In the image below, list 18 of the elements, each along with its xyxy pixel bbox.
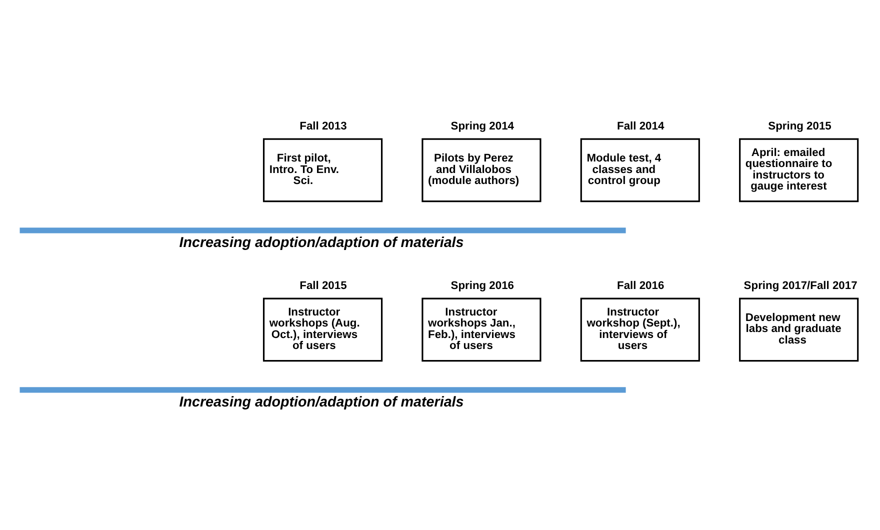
node-box: First pilot, Intro. To Env. Sci. [262,138,383,202]
node-label: Spring 2017/Fall 2017 [744,280,858,292]
node-box: April: emailed questionnaire to instructors to gauge interest [739,138,859,202]
node-label: Fall 2016 [617,280,664,292]
node-box: Instructor workshops Jan., Feb.), interviews of users [422,297,542,362]
label: Increasing adoption/adaption of materials [179,234,464,251]
node-label: Spring 2014 [450,120,514,132]
node-box: Instructor workshop (Sept.), interviews of users [580,297,700,362]
node-box: Development new labs and graduate class [739,297,859,362]
node-label: Spring 2015 [768,120,832,132]
node-label: Spring 2016 [450,280,514,292]
node-box: Pilots by Perez and Villalobos (module authors) [422,138,542,202]
label: Increasing adoption/adaption of materials [179,394,464,410]
node-label: Fall 2014 [617,120,664,132]
node-box: Module test, 4 classes and control group [580,138,700,202]
node-label: Fall 2015 [300,280,347,292]
node-box: Instructor workshops (Aug. Oct.), interviews of users [262,297,383,362]
node-label: Fall 2013 [300,120,347,132]
